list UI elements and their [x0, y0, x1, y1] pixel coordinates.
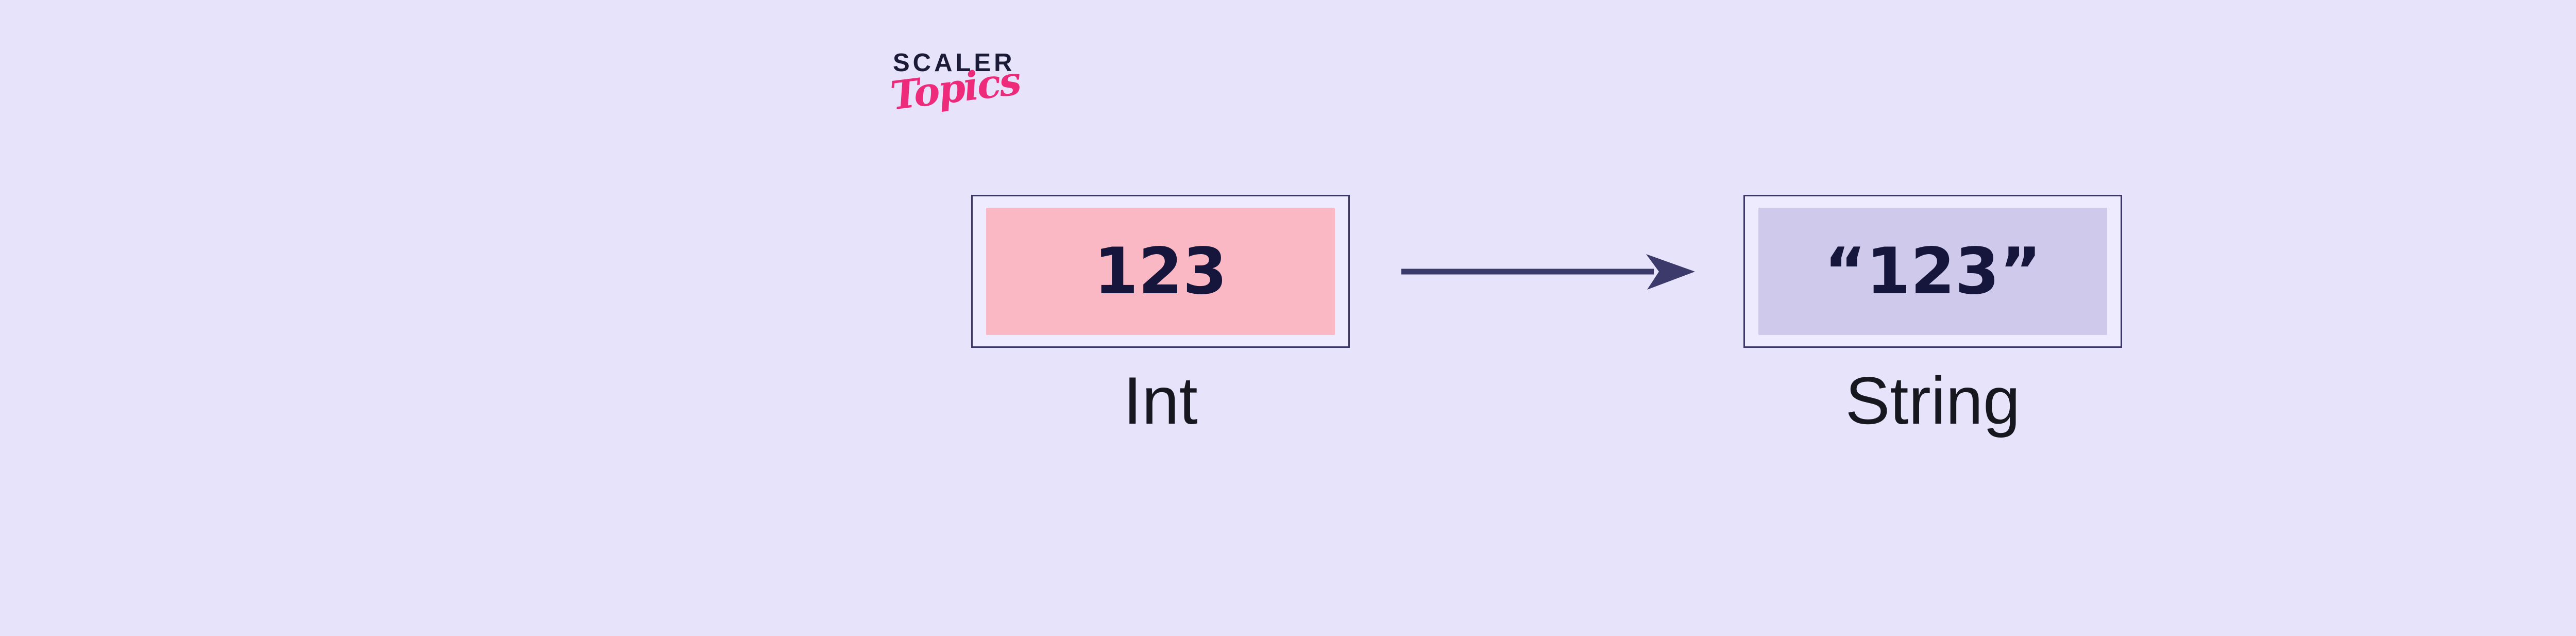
arrow-head: [1646, 254, 1695, 290]
string-box-fill: “123”: [1758, 208, 2107, 335]
int-label: Int: [1123, 363, 1198, 438]
int-value-text: 123: [1094, 234, 1227, 309]
conversion-arrow-icon: [1401, 254, 1695, 290]
string-value-box: “123”: [1743, 195, 2122, 348]
string-value-text: “123”: [1824, 234, 2042, 309]
logo-brand-text: SCALER: [893, 49, 1015, 77]
int-value-box: 123: [971, 195, 1350, 348]
scaler-topics-logo: SCALER Topics: [888, 49, 1047, 119]
string-label: String: [1845, 363, 2021, 438]
int-box-fill: 123: [986, 208, 1335, 335]
